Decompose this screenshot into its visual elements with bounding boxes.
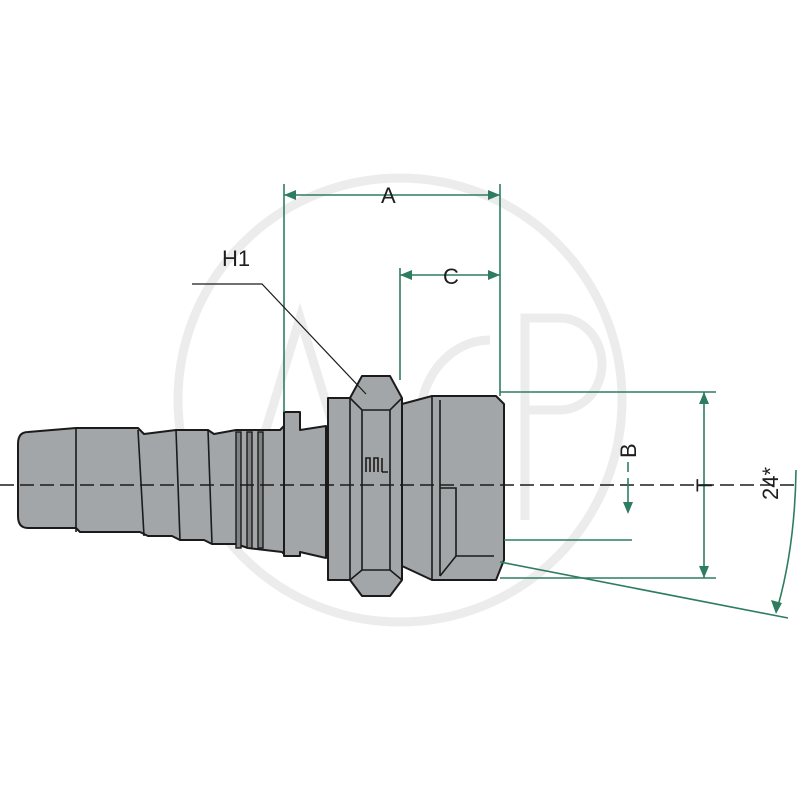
dimension-a xyxy=(283,184,501,412)
dim-a-label: A xyxy=(381,183,396,208)
dimension-c xyxy=(399,268,500,380)
dim-b-label: B xyxy=(616,443,641,458)
angle-dimension xyxy=(499,469,797,619)
dim-t-label: T xyxy=(692,479,717,492)
dimension-t xyxy=(500,391,716,579)
hex-leader xyxy=(192,283,367,395)
dimension-b xyxy=(504,462,633,541)
stamp-mark xyxy=(365,457,388,473)
angle-label: 24* xyxy=(758,467,783,500)
grooves xyxy=(235,431,264,549)
hex-label: H1 xyxy=(222,246,250,271)
fitting-body xyxy=(17,375,505,597)
hose-tail xyxy=(17,423,287,557)
dim-c-label: C xyxy=(443,264,459,289)
